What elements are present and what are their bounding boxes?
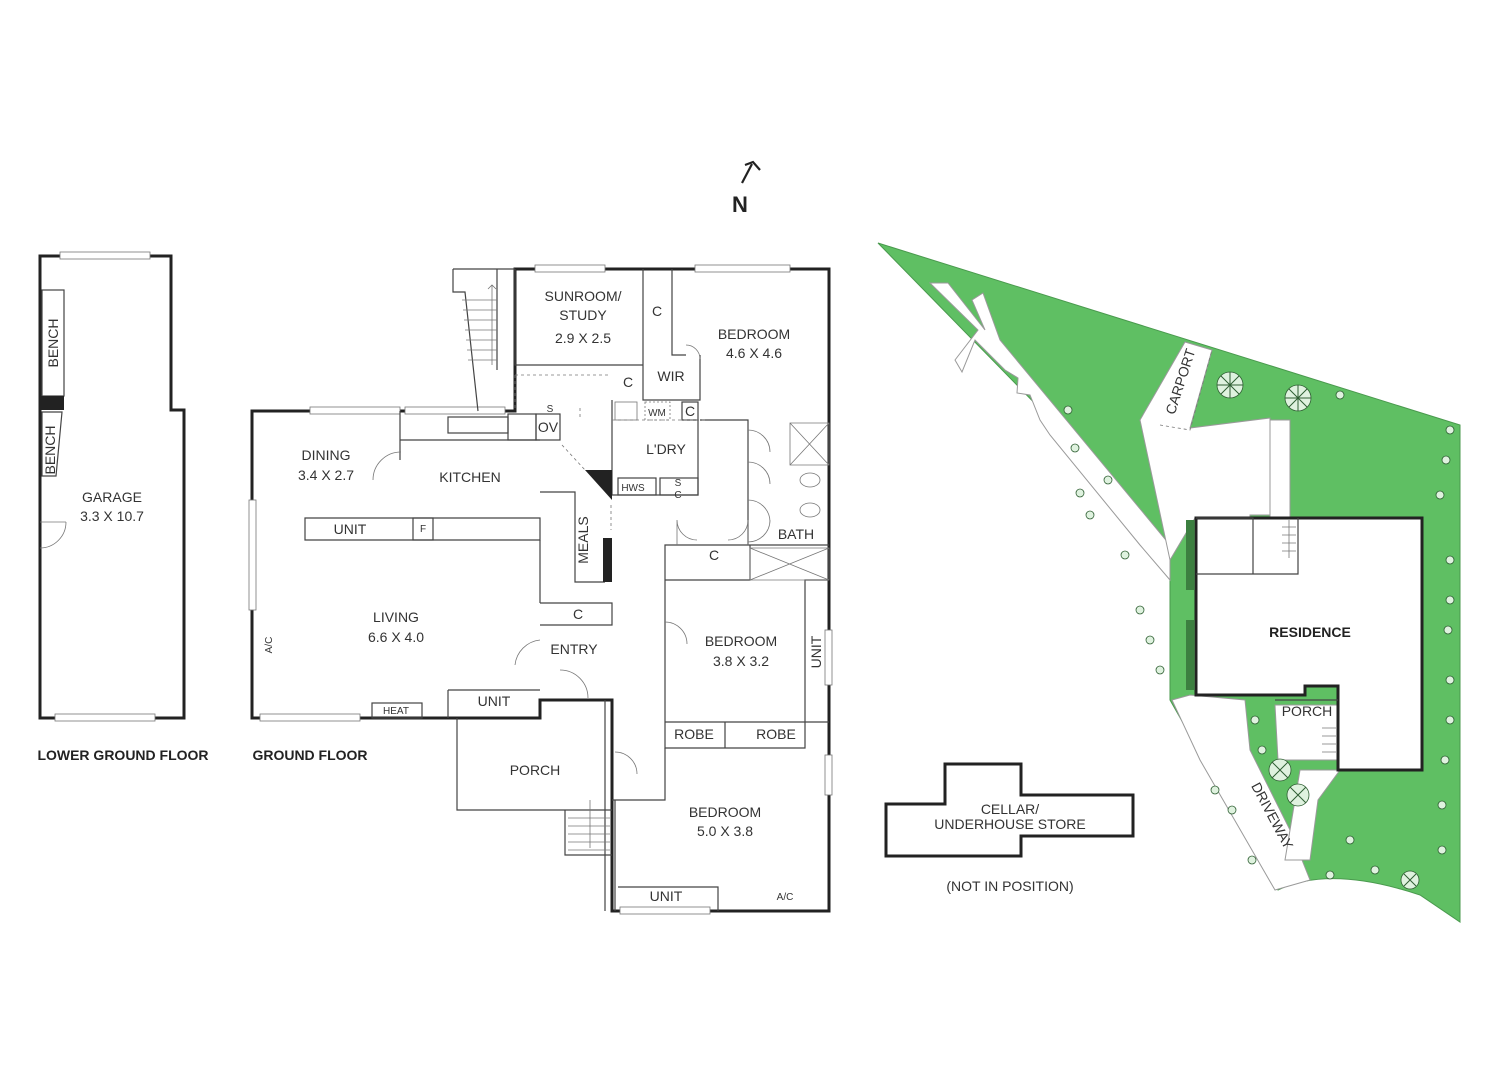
garage-walls xyxy=(38,254,186,720)
porch-name: PORCH xyxy=(510,762,561,778)
cellar-name-1: CELLAR/ xyxy=(981,801,1039,817)
bench-label-top: BENCH xyxy=(45,318,61,367)
sink-label: S xyxy=(547,404,554,415)
heat-label: HEAT xyxy=(383,706,409,717)
garage-post xyxy=(40,396,64,410)
kitchen-unit: UNIT xyxy=(334,521,367,537)
wir-label: WIR xyxy=(657,368,684,384)
garage-side-door xyxy=(39,521,67,549)
residence-label: RESIDENCE xyxy=(1269,624,1351,640)
meals-walls xyxy=(539,491,613,626)
bedroom1-name: BEDROOM xyxy=(718,326,790,342)
cupboard-3: C xyxy=(685,403,695,419)
laundry-name: L'DRY xyxy=(646,441,686,457)
entry-cupboard: C xyxy=(573,606,583,622)
bedroom3-name: BEDROOM xyxy=(689,804,761,820)
bath-name: BATH xyxy=(778,526,814,542)
garden-path xyxy=(928,282,1171,582)
sunroom-dims: 2.9 X 2.5 xyxy=(555,330,611,346)
bedroom3-ac: A/C xyxy=(777,892,794,903)
living-unit xyxy=(447,689,540,718)
living-name: LIVING xyxy=(373,609,419,625)
kitchen-walls xyxy=(399,411,540,460)
cupboard-2: C xyxy=(623,374,633,390)
bedroom1-dims: 4.6 X 4.6 xyxy=(726,345,782,361)
entry-name: ENTRY xyxy=(550,641,598,657)
cellar-name-2: UNDERHOUSE STORE xyxy=(934,816,1085,832)
porch-steps xyxy=(568,800,610,851)
hall-cupboard: C xyxy=(709,547,719,563)
bedroom2-name: BEDROOM xyxy=(705,633,777,649)
north-label: N xyxy=(732,192,748,217)
living-ac: A/C xyxy=(264,637,275,654)
bedroom2-dims: 3.8 X 3.2 xyxy=(713,653,769,669)
kitchen-name: KITCHEN xyxy=(439,469,500,485)
wm-label: WM xyxy=(648,408,666,419)
robe-left: ROBE xyxy=(674,726,714,742)
sunroom-walls xyxy=(514,269,701,401)
stairs-north xyxy=(452,268,515,412)
garage-door xyxy=(54,713,156,722)
garage-dims: 3.3 X 10.7 xyxy=(80,508,144,524)
bench-bottom xyxy=(41,411,63,477)
cellar-note: (NOT IN POSITION) xyxy=(946,878,1073,894)
north-arrow: N xyxy=(732,160,761,217)
bedroom2-unit: UNIT xyxy=(808,635,824,668)
robe-right: ROBE xyxy=(756,726,796,742)
garage-name: GARAGE xyxy=(82,489,142,505)
heater xyxy=(371,702,423,719)
sunroom-name-1: SUNROOM/ xyxy=(545,288,622,304)
site-plan: RESIDENCE CARPORT PORCH DRIVEWAY xyxy=(877,242,1461,923)
garage-window xyxy=(59,251,151,260)
porch-outline xyxy=(456,700,612,911)
tree-icon xyxy=(1216,371,1420,890)
bedroom3-unit xyxy=(618,886,719,911)
laundry-cupboard: C xyxy=(674,490,681,501)
meals-name: MEALS xyxy=(575,516,591,563)
residence-outline xyxy=(1194,516,1424,772)
dining-name: DINING xyxy=(302,447,351,463)
column xyxy=(585,470,612,500)
ground-floor-title: GROUND FLOOR xyxy=(252,747,367,763)
north-arrow-icon xyxy=(741,163,753,184)
bench-label-bottom: BENCH xyxy=(42,425,58,474)
cellar: CELLAR/ UNDERHOUSE STORE (NOT IN POSITIO… xyxy=(884,762,1135,894)
cellar-walls xyxy=(884,762,1135,858)
hws-label: HWS xyxy=(621,483,645,494)
sunroom-cupboard: C xyxy=(652,303,662,319)
fridge-label: F xyxy=(420,524,426,535)
dining-dims: 3.4 X 2.7 xyxy=(298,467,354,483)
lower-ground-title: LOWER GROUND FLOOR xyxy=(37,747,208,763)
laundry-sink: S xyxy=(675,478,682,489)
lower-ground-floor: BENCH BENCH GARAGE 3.3 X 10.7 LOWER GROU… xyxy=(37,251,209,763)
ground-floor: SUNROOM/ STUDY 2.9 X 2.5 C BEDROOM 4.6 X… xyxy=(248,264,833,915)
bedroom3-dims: 5.0 X 3.8 xyxy=(697,823,753,839)
oven-label: OV xyxy=(538,419,559,435)
shrub-icon xyxy=(1063,390,1455,880)
bedroom3-unit-label: UNIT xyxy=(650,888,683,904)
sunroom-name-2: STUDY xyxy=(559,307,607,323)
bedroom3-walls xyxy=(612,748,666,911)
living-dims: 6.6 X 4.0 xyxy=(368,629,424,645)
living-unit-label: UNIT xyxy=(478,693,511,709)
site-porch-label: PORCH xyxy=(1282,703,1333,719)
